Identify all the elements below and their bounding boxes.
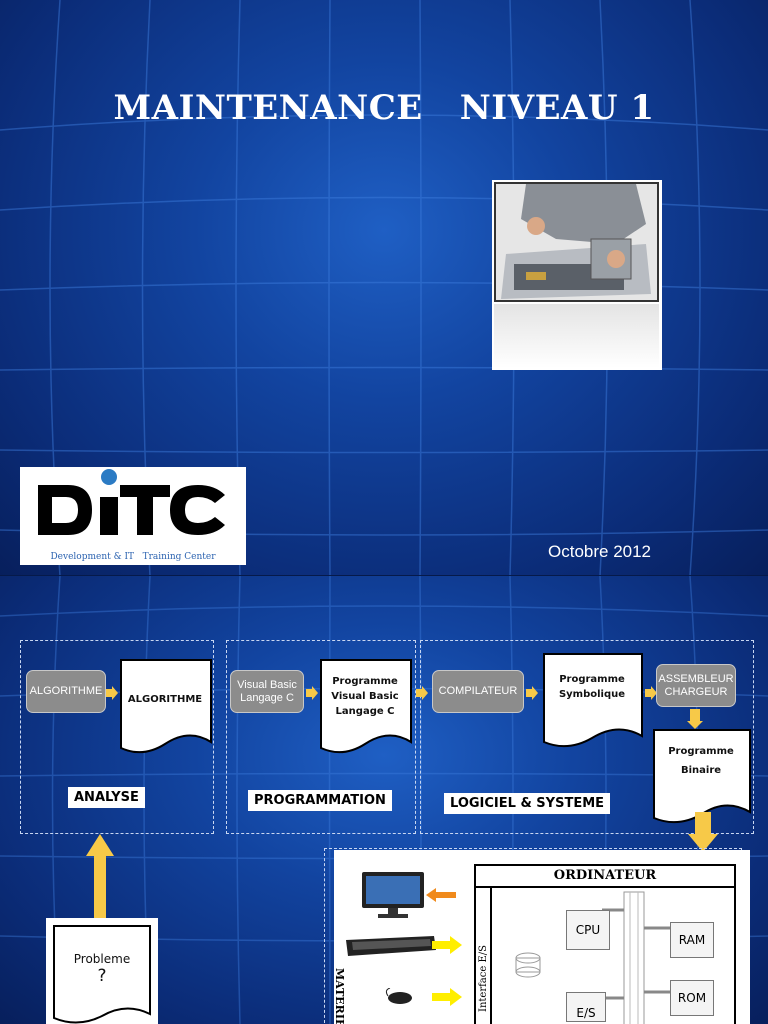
- technician-photo: [492, 180, 662, 370]
- visual-basic-step-line2: Langage C: [240, 691, 294, 704]
- bus-diagram: [515, 891, 670, 1024]
- assembleur-step: ASSEMBLEUR CHARGEUR: [656, 664, 736, 707]
- visual-basic-document-label: Programme Visual Basic Langage C: [317, 674, 413, 719]
- arrow-right-icon: [106, 686, 118, 700]
- logiciel-panel: [420, 640, 754, 834]
- document-icon: [320, 659, 412, 754]
- title-slide: MAINTENANCE NIVEAU 1: [0, 0, 768, 576]
- visual-basic-document: Programme Visual Basic Langage C: [317, 658, 413, 756]
- programmation-caption: PROGRAMMATION: [248, 790, 392, 811]
- slide-title: MAINTENANCE NIVEAU 1: [113, 88, 655, 128]
- question-mark: ?: [97, 966, 107, 986]
- logiciel-caption: LOGICIEL & SYSTEME: [444, 793, 611, 814]
- keyboard-icon: [346, 936, 436, 956]
- compilateur-step-label: COMPILATEUR: [438, 685, 518, 697]
- es-block: E/S: [566, 992, 606, 1022]
- arrow-left-icon: [426, 888, 456, 902]
- algorithme-document-label: ALGORITHME: [127, 694, 203, 705]
- arrow-right-icon: [432, 988, 462, 1006]
- ram-block: RAM: [670, 922, 714, 958]
- materiel-label: MATERIE: [333, 968, 346, 1024]
- doc-line: Binaire: [680, 765, 722, 776]
- arrow-right-icon: [432, 936, 462, 954]
- problem-document-icon: [46, 918, 158, 1024]
- interface-label: Interface E/S: [478, 945, 489, 1012]
- doc-line: Programme: [668, 746, 734, 757]
- doc-line: Programme: [559, 674, 625, 685]
- mouse-icon: [385, 988, 412, 1004]
- assembleur-step-line1: ASSEMBLEUR: [658, 672, 734, 685]
- document-icon: [543, 653, 643, 748]
- presentation-date: Octobre 2012: [548, 542, 652, 561]
- doc-line: Programme: [332, 676, 398, 687]
- binaire-document: Programme Binaire: [650, 728, 752, 828]
- monitor-icon: [362, 872, 424, 918]
- visual-basic-step-line1: Visual Basic: [237, 678, 297, 691]
- arrow-right-icon: [416, 686, 428, 700]
- photo-reflection: [494, 304, 659, 368]
- probleme-label: Probleme ?: [46, 952, 158, 986]
- computer-repair-icon: [496, 184, 657, 300]
- ordinateur-title: ORDINATEUR: [476, 866, 734, 888]
- logo-mark: [38, 469, 225, 535]
- programmation-panel: [226, 640, 416, 834]
- doc-line: Langage C: [335, 706, 395, 717]
- interface-strip: Interface E/S: [476, 888, 492, 1024]
- algorithme-step: ALGORITHME: [26, 670, 106, 713]
- logo-subtitle: Development & IT Training Center: [50, 552, 216, 562]
- arrow-right-icon: [526, 686, 538, 700]
- symbolique-document: Programme Symbolique: [540, 652, 644, 752]
- arrow-right-icon: [306, 686, 318, 700]
- assembleur-step-line2: CHARGEUR: [664, 685, 728, 698]
- ordinateur-box: ORDINATEUR Interface E/S CPU RAM ROM E/S: [474, 864, 736, 1024]
- cpu-block: CPU: [566, 910, 610, 950]
- visual-basic-step: Visual Basic Langage C: [230, 670, 304, 713]
- compilateur-step: COMPILATEUR: [432, 670, 524, 713]
- arrow-up-icon: [86, 834, 114, 926]
- ditc-logo: Development & IT Training Center: [20, 467, 246, 565]
- materiel-label-wrap: MATERIE: [332, 968, 346, 1024]
- analyse-caption: ANALYSE: [68, 787, 145, 808]
- analyse-panel: [20, 640, 214, 834]
- arrow-right-icon: [645, 686, 657, 700]
- arrow-down-icon: [687, 709, 703, 729]
- arrow-down-icon: [688, 812, 718, 852]
- algorithme-document: ALGORITHME: [117, 658, 213, 756]
- doc-line: Symbolique: [558, 689, 626, 700]
- ordinateur-diagram: MATERIE ORDINATEUR Interface E/S CPU RAM…: [332, 850, 750, 1024]
- probleme-document: Probleme ?: [46, 918, 158, 1024]
- symbolique-document-label: Programme Symbolique: [540, 672, 644, 702]
- rom-block: ROM: [670, 980, 714, 1016]
- probleme-text: Probleme: [73, 952, 131, 966]
- algorithme-step-label: ALGORITHME: [29, 685, 103, 697]
- doc-line: Visual Basic: [331, 691, 399, 702]
- binaire-document-label: Programme Binaire: [650, 744, 752, 778]
- document-icon: [120, 659, 212, 754]
- workflow-slide: ALGORITHME ALGORITHME ANALYSE Visual Bas…: [0, 576, 768, 1024]
- photo-image: [494, 182, 659, 302]
